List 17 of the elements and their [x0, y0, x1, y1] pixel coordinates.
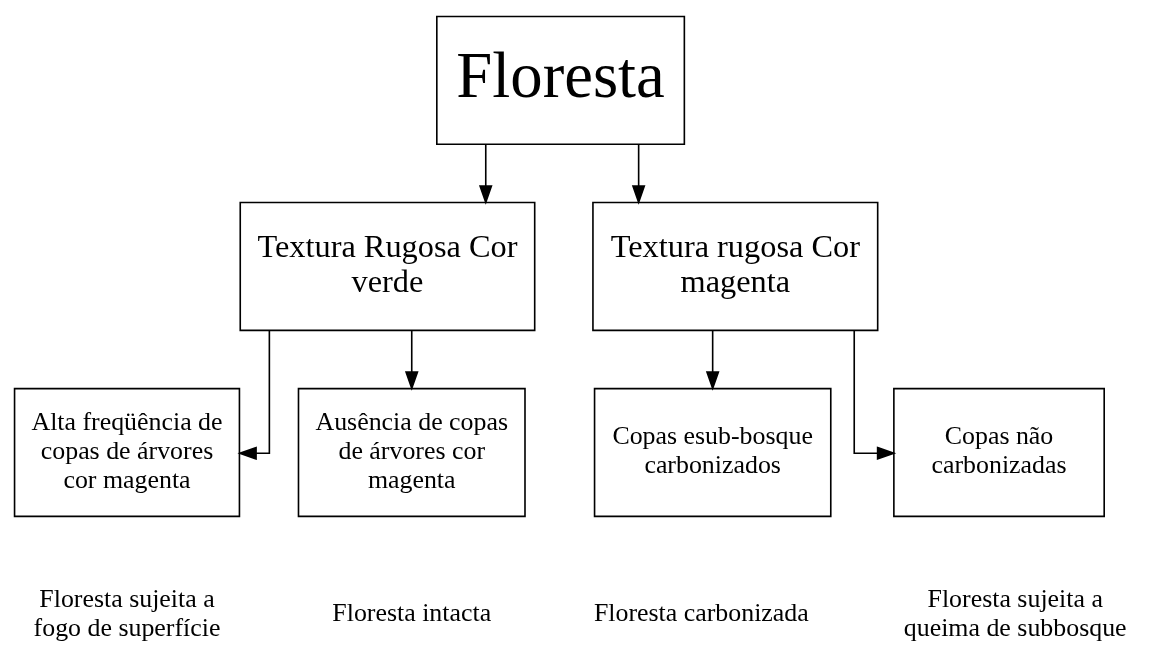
node-box: Floresta	[436, 15, 686, 145]
node-box: Textura rugosa Cor magenta	[592, 201, 879, 331]
arrow	[631, 143, 646, 205]
node-box: Copas não carbonizadas	[893, 387, 1105, 517]
node-label: Floresta carbonizada	[593, 597, 809, 627]
node-box: Textura Rugosa Cor verde	[239, 201, 536, 331]
arrow	[404, 329, 419, 391]
arrow	[478, 143, 493, 205]
node-box: Ausência de copas de árvores cor magenta	[297, 387, 526, 517]
node-box: Copas esub-bosque carbonizados	[593, 387, 832, 517]
arrow	[705, 329, 720, 391]
node-label: Floresta sujeita a fogo de superfície	[33, 583, 221, 642]
node-label: Floresta sujeita a queima de subbosque	[903, 583, 1127, 642]
arrow	[853, 329, 897, 460]
arrow	[237, 329, 271, 460]
node-label: Floresta intacta	[332, 597, 492, 627]
node-box: Alta freqüência de copas de árvores cor magenta	[13, 387, 241, 517]
